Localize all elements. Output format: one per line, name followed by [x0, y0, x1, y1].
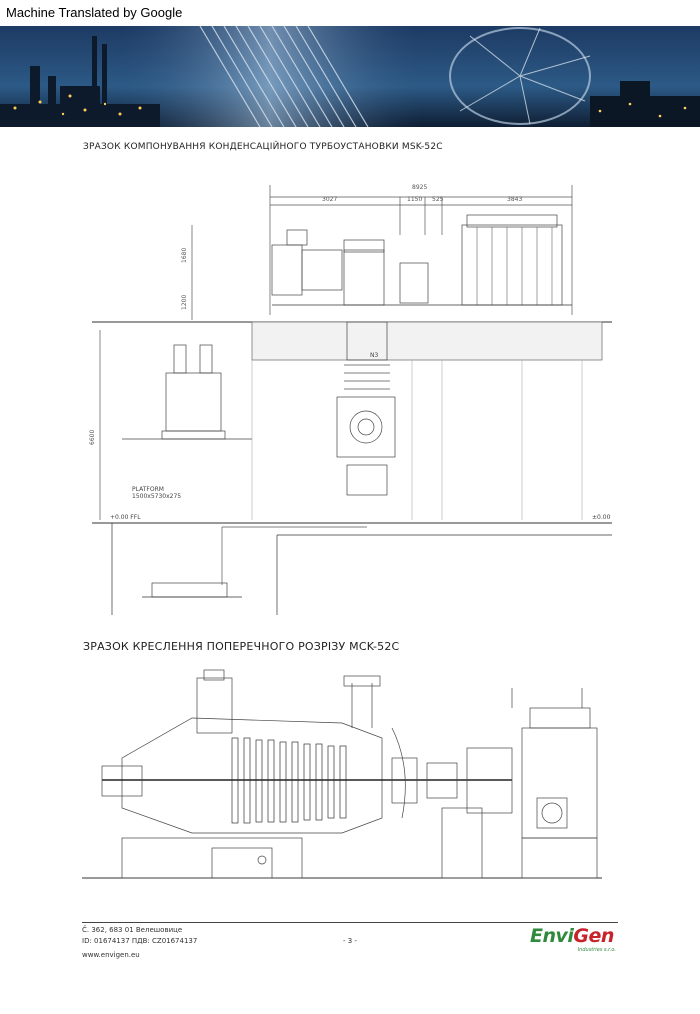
floor-left: +0.00 FFL — [110, 514, 141, 521]
footer-ids: ID: 01674137 ПДВ: CZ01674137 — [82, 937, 198, 945]
logo-wordmark: EnviGen — [530, 925, 614, 947]
dim-d: 3843 — [507, 196, 522, 203]
logo-gen: Gen — [573, 925, 614, 947]
page-number: - 3 - — [343, 937, 357, 945]
logo-subtitle: Industries s.r.o. — [577, 947, 616, 953]
platform-label: PLATFORM — [132, 486, 164, 493]
dim-v3: 6600 — [89, 430, 96, 445]
n3-label: N3 — [370, 352, 378, 359]
translation-bar: Machine Translated by Google — [0, 0, 700, 26]
platform-dims: 1500x5730x275 — [132, 493, 181, 500]
layout-section-title: ЗРАЗОК КОМПОНУВАННЯ КОНДЕНСАЦІЙНОГО ТУРБ… — [83, 142, 443, 152]
translation-note: Machine Translated by Google — [6, 5, 183, 20]
footer-divider — [82, 922, 618, 923]
envigen-logo: EnviGen Industries s.r.o. — [530, 925, 622, 953]
cross-section-title: ЗРАЗОК КРЕСЛЕННЯ ПОПЕРЕЧНОГО РОЗРІЗУ MCK… — [83, 640, 400, 653]
dim-a: 3027 — [322, 196, 337, 203]
logo-envi: Envi — [530, 925, 574, 947]
dim-total: 8925 — [412, 184, 427, 191]
footer-website[interactable]: www.envigen.eu — [82, 951, 140, 959]
dim-v1: 1680 — [181, 248, 188, 263]
header-banner-image — [0, 26, 700, 127]
dim-v2: 1200 — [181, 295, 188, 310]
cross-section-drawing — [82, 668, 622, 900]
dim-c: 525 — [432, 196, 444, 203]
layout-drawing: 8925 3027 1150 525 3843 1680 1200 6600 — [82, 175, 622, 615]
floor-right: ±0.00 — [592, 514, 611, 521]
footer-address: Č. 362, 683 01 Велешовице — [82, 926, 183, 934]
dim-b: 1150 — [407, 196, 422, 203]
